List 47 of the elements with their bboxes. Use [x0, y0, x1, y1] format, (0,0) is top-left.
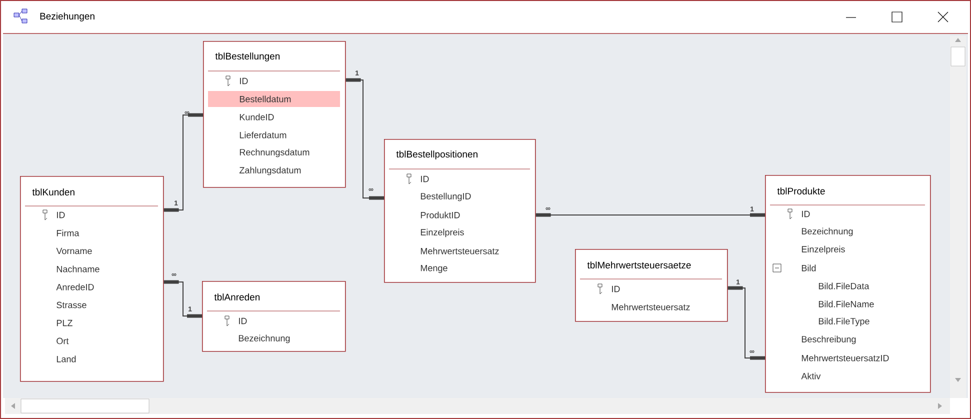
field-name: ID	[802, 210, 810, 218]
table-title: tblProdukte	[777, 188, 825, 194]
field-name: PLZ	[56, 320, 72, 326]
field-name: Mehrwertsteuersatz	[420, 248, 499, 254]
relationship-line	[164, 280, 202, 318]
relationship-line	[346, 78, 384, 200]
field-name: Einzelpreis	[802, 246, 845, 254]
field-name: Menge	[420, 264, 448, 274]
field-name: Aktiv	[801, 372, 821, 380]
field-name: ProduktID	[420, 212, 460, 218]
field-name: Bezeichnung	[802, 228, 853, 236]
field-name: AnredeID	[56, 284, 94, 290]
field-name: Einzelpreis	[420, 228, 464, 238]
field-name: BestellungID	[420, 192, 471, 202]
field-name: Bestelldatum	[240, 96, 291, 102]
relationship-line	[164, 113, 203, 212]
field-name: KundeID	[240, 114, 274, 120]
field-name: Strasse	[56, 302, 86, 308]
field-name: ID	[239, 318, 247, 324]
field-name: ID	[57, 212, 65, 218]
field-name: Nachname	[56, 266, 100, 272]
table-title: tblAnreden	[214, 294, 260, 300]
field-name: MehrwertsteuersatzID	[802, 354, 889, 362]
field-name: Bezeichnung	[238, 334, 290, 344]
field-name: ID	[240, 78, 248, 84]
relationship-line	[536, 213, 765, 217]
field-name: Bild.FileType	[818, 318, 870, 326]
relationship-line	[728, 286, 765, 360]
table-title: tblMehrwertsteuersaetze	[587, 262, 691, 268]
field-name: Mehrwertsteuersatz	[612, 304, 690, 310]
table-title: tblBestellungen	[215, 52, 280, 62]
field-name: Bild.FileData	[818, 282, 870, 290]
field-name: Ort	[56, 338, 69, 344]
field-name: Zahlungsdatum	[240, 166, 301, 176]
field-name: ID	[612, 286, 620, 292]
field-name: Land	[56, 356, 76, 362]
field-name: Lieferdatum	[240, 132, 286, 138]
field-name: Bild	[802, 264, 816, 272]
field-name: Bild.FileName	[818, 300, 874, 308]
table-title: tblBestellpositionen	[396, 150, 478, 160]
field-name: Beschreibung	[802, 336, 856, 344]
window-title: Beziehungen	[40, 12, 94, 22]
field-name: Vorname	[56, 248, 92, 254]
field-name: Firma	[56, 230, 80, 236]
field-name: ID	[421, 176, 429, 182]
table-title: tblKunden	[32, 188, 74, 196]
field-name: Rechnungsdatum	[240, 148, 310, 158]
